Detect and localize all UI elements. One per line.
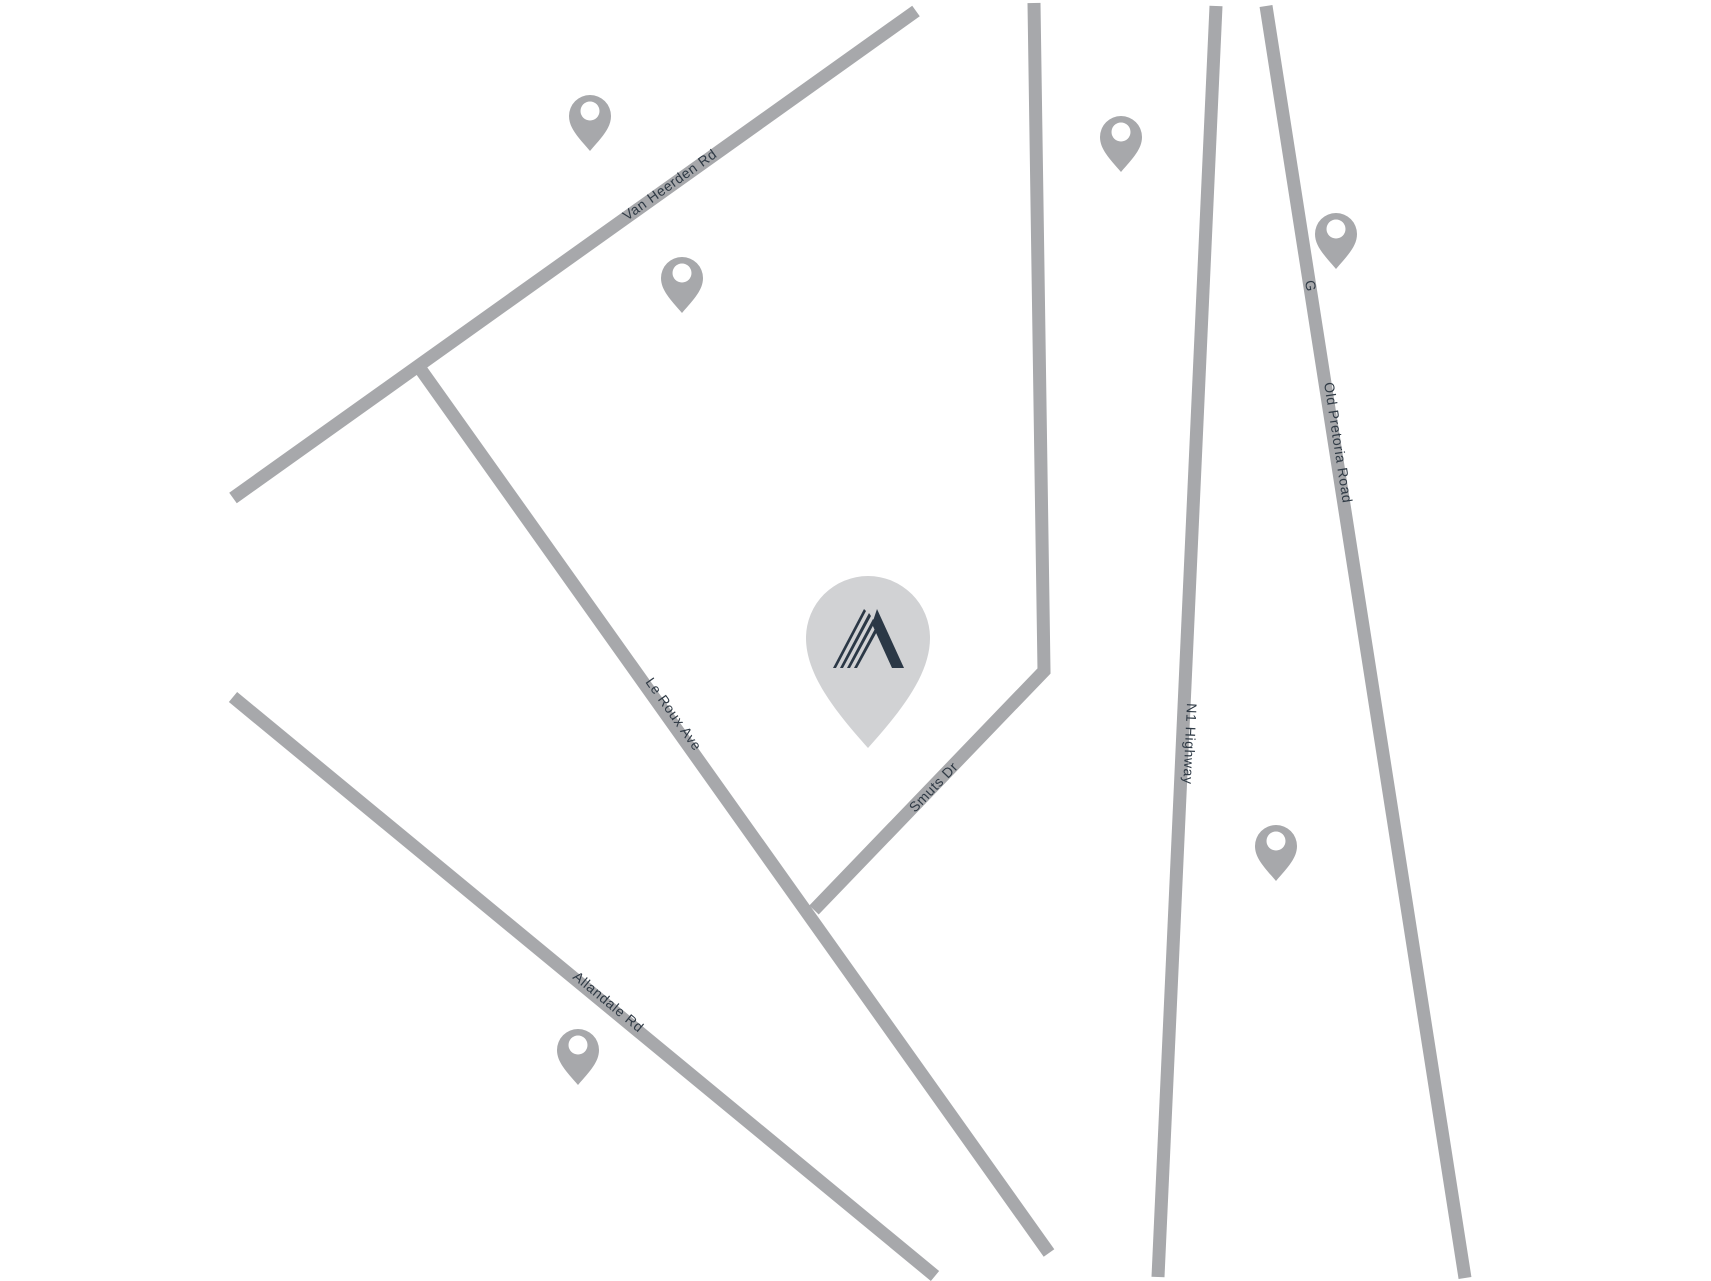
label-allandale: Allandale Rd — [570, 968, 647, 1035]
road-n1-highway — [1151, 5, 1223, 1278]
map-pin-icon[interactable] — [1100, 116, 1142, 172]
road-old-pretoria — [1259, 4, 1472, 1280]
label-le-roux: Le Roux Ave — [643, 674, 706, 753]
map-pin-icon[interactable] — [661, 257, 703, 313]
road-allandale — [228, 691, 940, 1281]
label-van-heerden: Van Heerden Rd — [619, 146, 719, 224]
brand-logo-icon — [833, 609, 904, 668]
label-n1-highway: N1 Highway — [1180, 703, 1200, 785]
map-pin-icon[interactable] — [569, 95, 611, 151]
road-le-roux — [413, 363, 1055, 1257]
road-smuts — [809, 2, 1051, 915]
map-pin-icon[interactable] — [557, 1029, 599, 1085]
map-pin-icon[interactable] — [1255, 825, 1297, 881]
road-van-heerden — [229, 5, 920, 504]
main-location-pin[interactable] — [806, 576, 930, 748]
label-smuts: Smuts Dr — [906, 759, 961, 816]
map-pin-icon[interactable] — [1315, 213, 1357, 269]
brand-logo-pin-icon[interactable] — [806, 576, 930, 748]
label-old-pretoria-fragment: G — [1302, 279, 1320, 293]
label-old-pretoria: Old Pretoria Road — [1321, 381, 1356, 504]
